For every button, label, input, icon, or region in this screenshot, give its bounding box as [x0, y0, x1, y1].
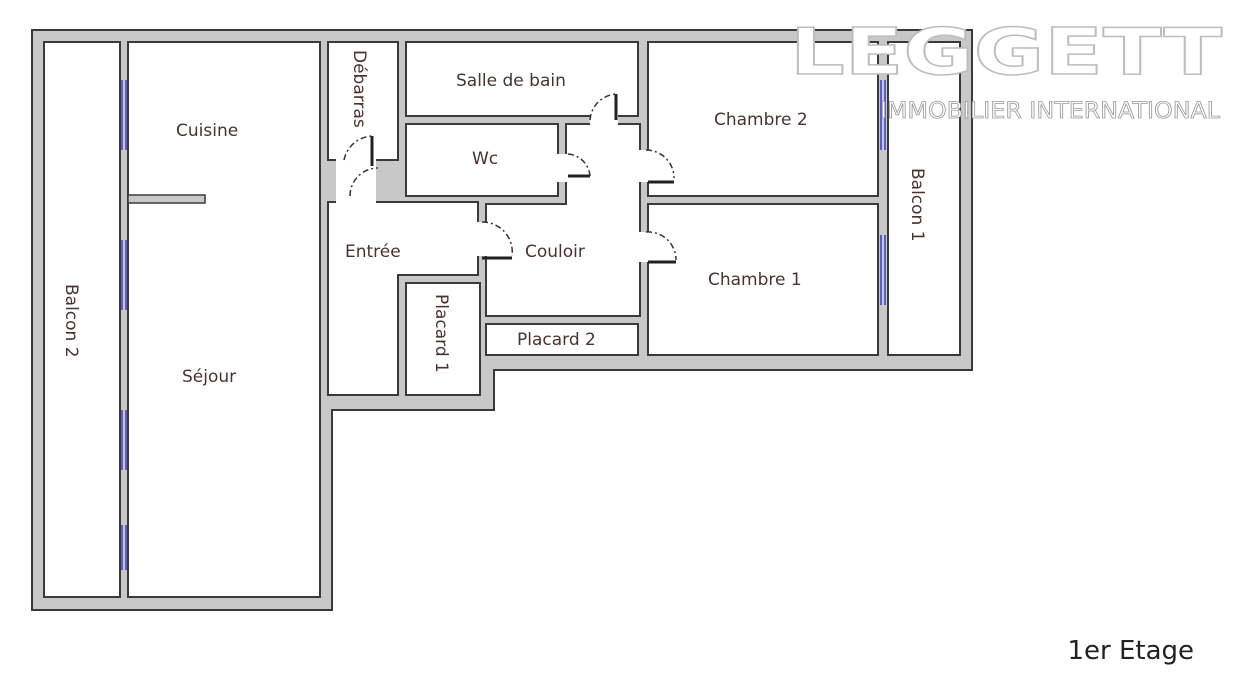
door-swing-sdb — [589, 93, 617, 121]
room-placard-2 — [485, 323, 639, 356]
doorway-couloir — [477, 222, 487, 256]
windows — [121, 80, 886, 570]
label-cuisine: Cuisine — [176, 121, 238, 141]
room-chambre-1 — [647, 203, 879, 356]
leggett-logo: LEGGETT IMMOBILIER INTERNATIONAL — [789, 15, 1223, 124]
room-sejour-cuisine — [127, 41, 321, 598]
room-balcon-1 — [887, 41, 961, 356]
cuisine-partition-wall — [127, 194, 206, 204]
doorway-wc — [557, 154, 567, 182]
label-placard-2: Placard 2 — [517, 330, 596, 350]
door-swing-chambre-2 — [645, 149, 675, 179]
door-swing-wc — [567, 153, 591, 177]
room-couloir — [485, 123, 641, 317]
label-entree: Entrée — [345, 242, 401, 262]
label-sejour: Séjour — [182, 367, 236, 387]
door-swing-chambre-1 — [645, 231, 677, 261]
label-couloir: Couloir — [525, 242, 585, 262]
room-wc — [405, 123, 559, 197]
doorway-debarras — [336, 159, 376, 203]
doorway-sdb — [590, 115, 618, 125]
door-swing-debarras — [343, 135, 373, 161]
doorway-chambre-1 — [639, 232, 649, 262]
label-salle-de-bain: Salle de bain — [456, 71, 566, 91]
logo-subtitle: IMMOBILIER INTERNATIONAL — [880, 99, 1221, 124]
room-balcon-2 — [43, 41, 121, 598]
logo-name: LEGGETT — [790, 16, 1222, 90]
room-debarras — [327, 41, 399, 161]
label-debarras: Débarras — [349, 50, 369, 128]
label-balcon-1: Balcon 1 — [907, 168, 927, 242]
room-salle-de-bain — [405, 41, 639, 117]
label-placard-1: Placard 1 — [431, 294, 451, 373]
label-chambre-2: Chambre 2 — [714, 110, 808, 130]
door-swing-entree — [349, 167, 379, 197]
room-placard-1 — [405, 282, 481, 396]
label-balcon-2: Balcon 2 — [61, 284, 81, 358]
room-entree — [327, 201, 479, 396]
label-chambre-1: Chambre 1 — [708, 270, 802, 290]
floor-label: 1er Etage — [1067, 636, 1194, 666]
door-swing-couloir — [481, 221, 514, 257]
doorway-chambre-2 — [639, 150, 649, 182]
room-chambre-2 — [647, 41, 879, 197]
label-wc: Wc — [472, 149, 498, 169]
